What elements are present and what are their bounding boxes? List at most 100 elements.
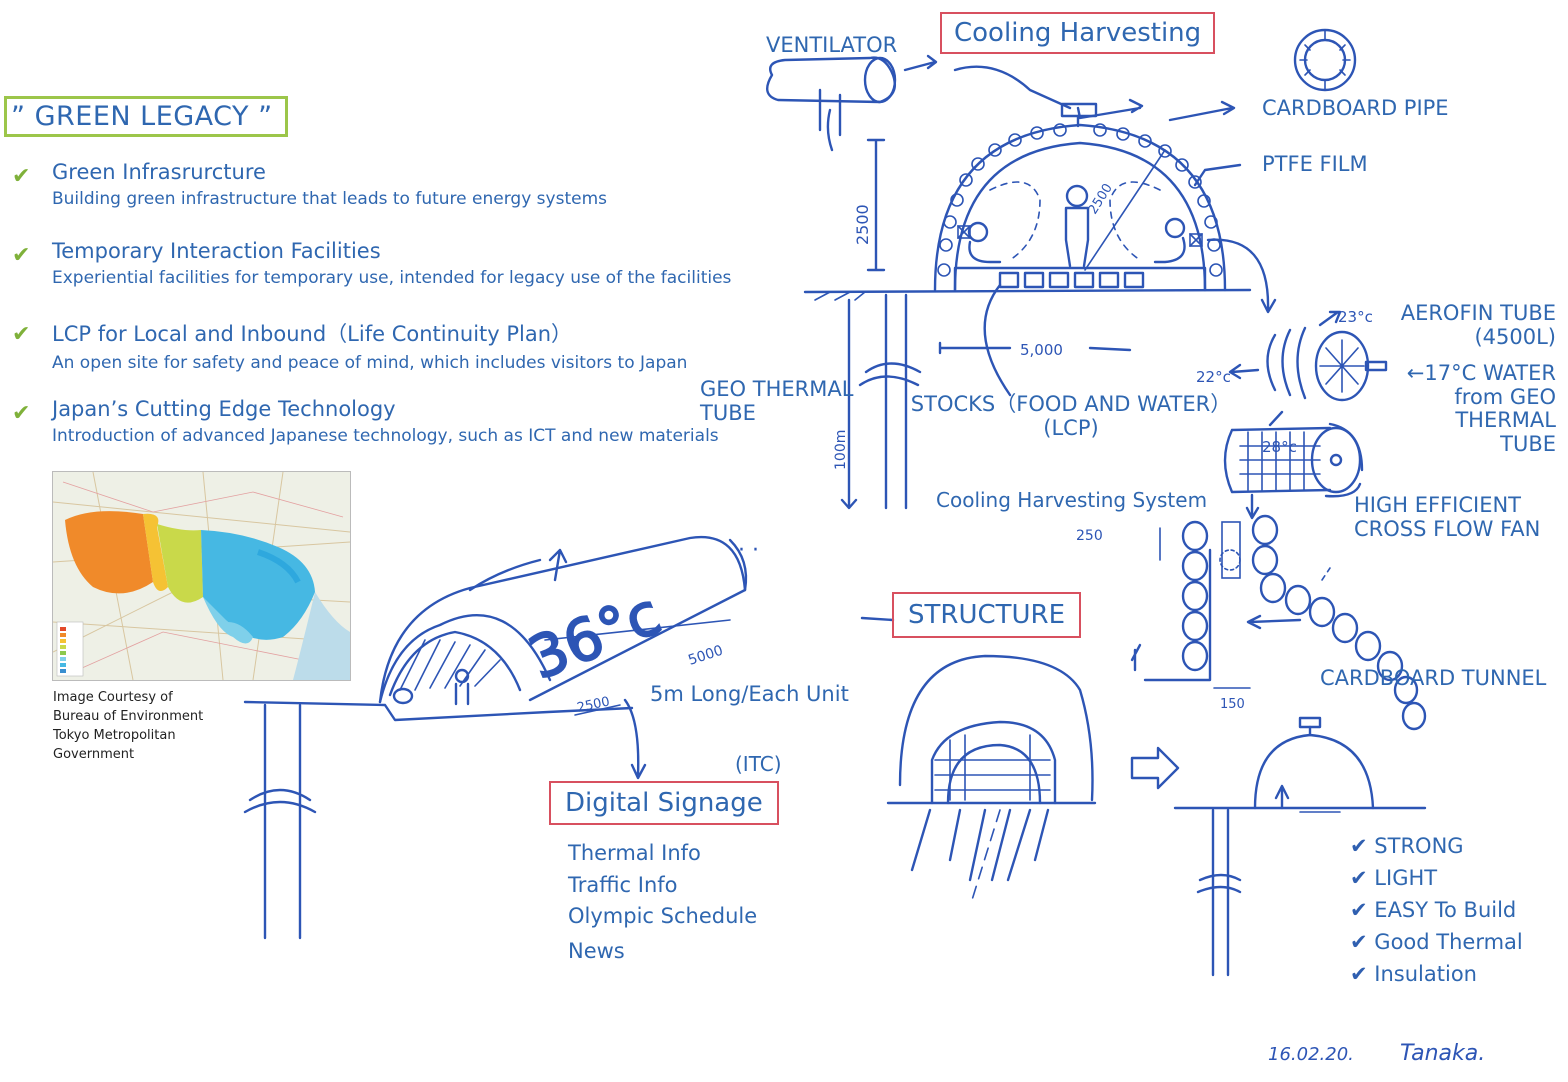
map-credit: Image Courtesy of Bureau of Environment … [53,689,203,764]
dim-depth-label: 100m [833,430,849,470]
cardboard-pipe-icon [1293,28,1357,92]
signage-info-item: Traffic Info [568,872,678,897]
check-icon: ✔ [1350,929,1368,954]
fan-line: HIGH EFFICIENT [1354,493,1522,517]
legacy-item-title: LCP for Local and Inbound（Life Continuit… [52,322,573,346]
green-legacy-title-text: ” GREEN LEGACY ” [11,101,273,132]
legacy-item-desc: Building green infrastructure that leads… [52,189,607,209]
feature-text: Good Thermal [1374,929,1523,954]
dim-width-label: 5,000 [1020,341,1063,359]
cooling-system-label: Cooling Harvesting System [936,488,1208,512]
dim-pipe-label: 250 [1076,528,1103,544]
water-label: ←17°C WATER from GEO THERMAL TUBE [1380,361,1556,456]
structure-box: STRUCTURE [892,592,1082,638]
check-icon: ✔ [12,164,31,189]
map-credit-line: Bureau of Environment [53,708,204,724]
unit-length-label: 5m Long/Each Unit [650,682,849,706]
feature-text: Insulation [1374,961,1477,986]
ventilator-label: VENTILATOR [766,33,898,57]
dome-sketch [803,102,1252,301]
legacy-item-2: ✔ Temporary Interaction Facilities Exper… [12,239,731,288]
water-line: THERMAL [1455,408,1556,433]
cooling-system-pipes-sketch [1130,514,1427,731]
heat-map-image [53,472,350,680]
dim-height-label: 2500 [853,204,872,245]
legacy-item-desc: Experiential facilities for temporary us… [52,268,732,288]
signature-date: 16.02.20. [1268,1044,1354,1065]
len-dim-text: 5000 [686,643,725,669]
tokyo-heat-map [52,471,351,681]
signage-tunnel-sketch [243,535,748,940]
dim-slant-label: 2500 [1086,181,1116,217]
check-icon: ✔ [1350,834,1368,858]
water-line: TUBE [1500,431,1556,456]
water-line: from GEO [1454,384,1556,409]
legacy-item-title: Green Infrasrurcture [52,160,266,184]
sub-dim-text: 2500 [576,694,611,716]
structure-title: STRUCTURE [908,600,1066,630]
signage-info-item: News [568,938,625,963]
aerofin-label: AEROFIN TUBE (4500L) [1380,301,1556,349]
aerofin-tube-sketch [1223,310,1388,520]
check-icon: ✔ [12,322,31,347]
feature-text: LIGHT [1374,865,1438,890]
cardboard-pipe-label: CARDBOARD PIPE [1262,96,1449,120]
ptfe-film-label: PTFE FILM [1262,152,1368,176]
legacy-item-1: ✔ Green Infrasrurcture Building green in… [12,160,607,209]
water-line: ←17°C WATER [1406,361,1556,385]
geo-thermal-line: TUBE [700,400,756,425]
stocks-label: STOCKS（FOOD AND WATER） (LCP) [906,392,1236,440]
cooling-harvesting-box: Cooling Harvesting [940,12,1216,54]
check-icon: ✔ [1350,897,1368,922]
feature-text: EASY To Build [1374,897,1517,922]
signage-temp-display: 36°c [518,578,670,694]
legacy-item-desc: An open site for safety and peace of min… [52,353,688,373]
feature-item: ✔ LIGHT [1350,863,1523,895]
check-icon: ✔ [12,243,31,268]
map-credit-line: Government [53,746,135,762]
fan-label: HIGH EFFICIENT CROSS FLOW FAN [1354,493,1541,541]
digital-signage-box: Digital Signage [549,781,779,825]
temp-28-label: 28°c [1262,438,1297,456]
stocks-line: (LCP) [1043,415,1099,440]
cardboard-tunnel-label: CARDBOARD TUNNEL [1320,666,1547,690]
itc-label: (ITC) [735,752,782,776]
legacy-item-3: ✔ LCP for Local and Inbound（Life Continu… [12,318,687,373]
feature-item: ✔ STRONG [1350,831,1523,863]
feature-item: ✔ Good Thermal [1350,927,1523,959]
map-credit-line: Tokyo Metropolitan [53,727,176,743]
map-credit-line: Image Courtesy of [53,690,173,705]
feature-item: ✔ EASY To Build [1350,895,1523,927]
stocks-line: STOCKS（FOOD AND WATER） [910,392,1232,416]
legacy-item-title: Temporary Interaction Facilities [52,239,381,263]
legacy-item-4: ✔ Japan’s Cutting Edge Technology Introd… [12,397,719,446]
digital-signage-title: Digital Signage [565,788,763,818]
structure-tunnel-sketch [886,654,1097,901]
structure-dome-sketch [1173,716,1427,977]
aerofin-line: (4500L) [1474,324,1556,349]
feature-text: STRONG [1374,834,1464,858]
geo-thermal-label: GEO THERMAL TUBE [700,377,853,425]
signature-name: Tanaka. [1400,1041,1485,1066]
check-icon: ✔ [1350,961,1368,986]
geo-thermal-tube-sketch [840,293,922,510]
signage-info-list: Thermal Info Traffic Info Olympic Schedu… [568,838,757,967]
temp-display-text: 36°c [519,579,669,693]
aerofin-line: AEROFIN TUBE [1400,301,1556,325]
signage-info-item: Thermal Info [568,841,701,865]
check-icon: ✔ [12,401,31,426]
temp-23-label: 23°c [1338,308,1373,326]
green-legacy-title: ” GREEN LEGACY ” [4,96,288,137]
legacy-item-title: Japan’s Cutting Edge Technology [52,397,396,421]
feature-item: ✔ Insulation [1350,959,1523,991]
fan-line: CROSS FLOW FAN [1354,516,1541,541]
temp-22-label: 22°c [1196,368,1231,386]
ellipsis-dots: · · [738,538,759,563]
ventilator-sketch [766,54,938,152]
check-icon: ✔ [1350,865,1368,890]
legacy-item-desc: Introduction of advanced Japanese techno… [52,426,719,446]
dim-base-label: 150 [1220,697,1245,712]
cooling-harvesting-title: Cooling Harvesting [954,18,1202,48]
structure-features: ✔ STRONG ✔ LIGHT ✔ EASY To Build ✔ Good … [1350,831,1523,991]
